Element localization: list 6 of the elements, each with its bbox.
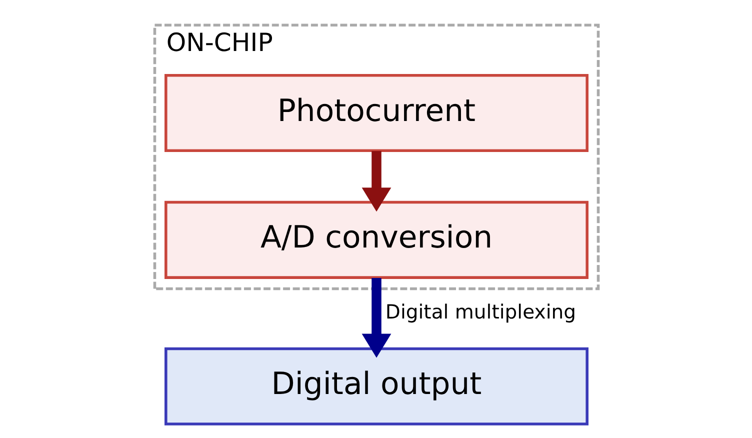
edge-label: Digital multiplexing [384, 300, 576, 324]
arrow [361, 150, 391, 212]
node-box: Digital output [164, 347, 588, 426]
node-box: A/D conversion [164, 200, 588, 279]
arrow [361, 278, 391, 358]
node-box: Photocurrent [164, 74, 588, 152]
